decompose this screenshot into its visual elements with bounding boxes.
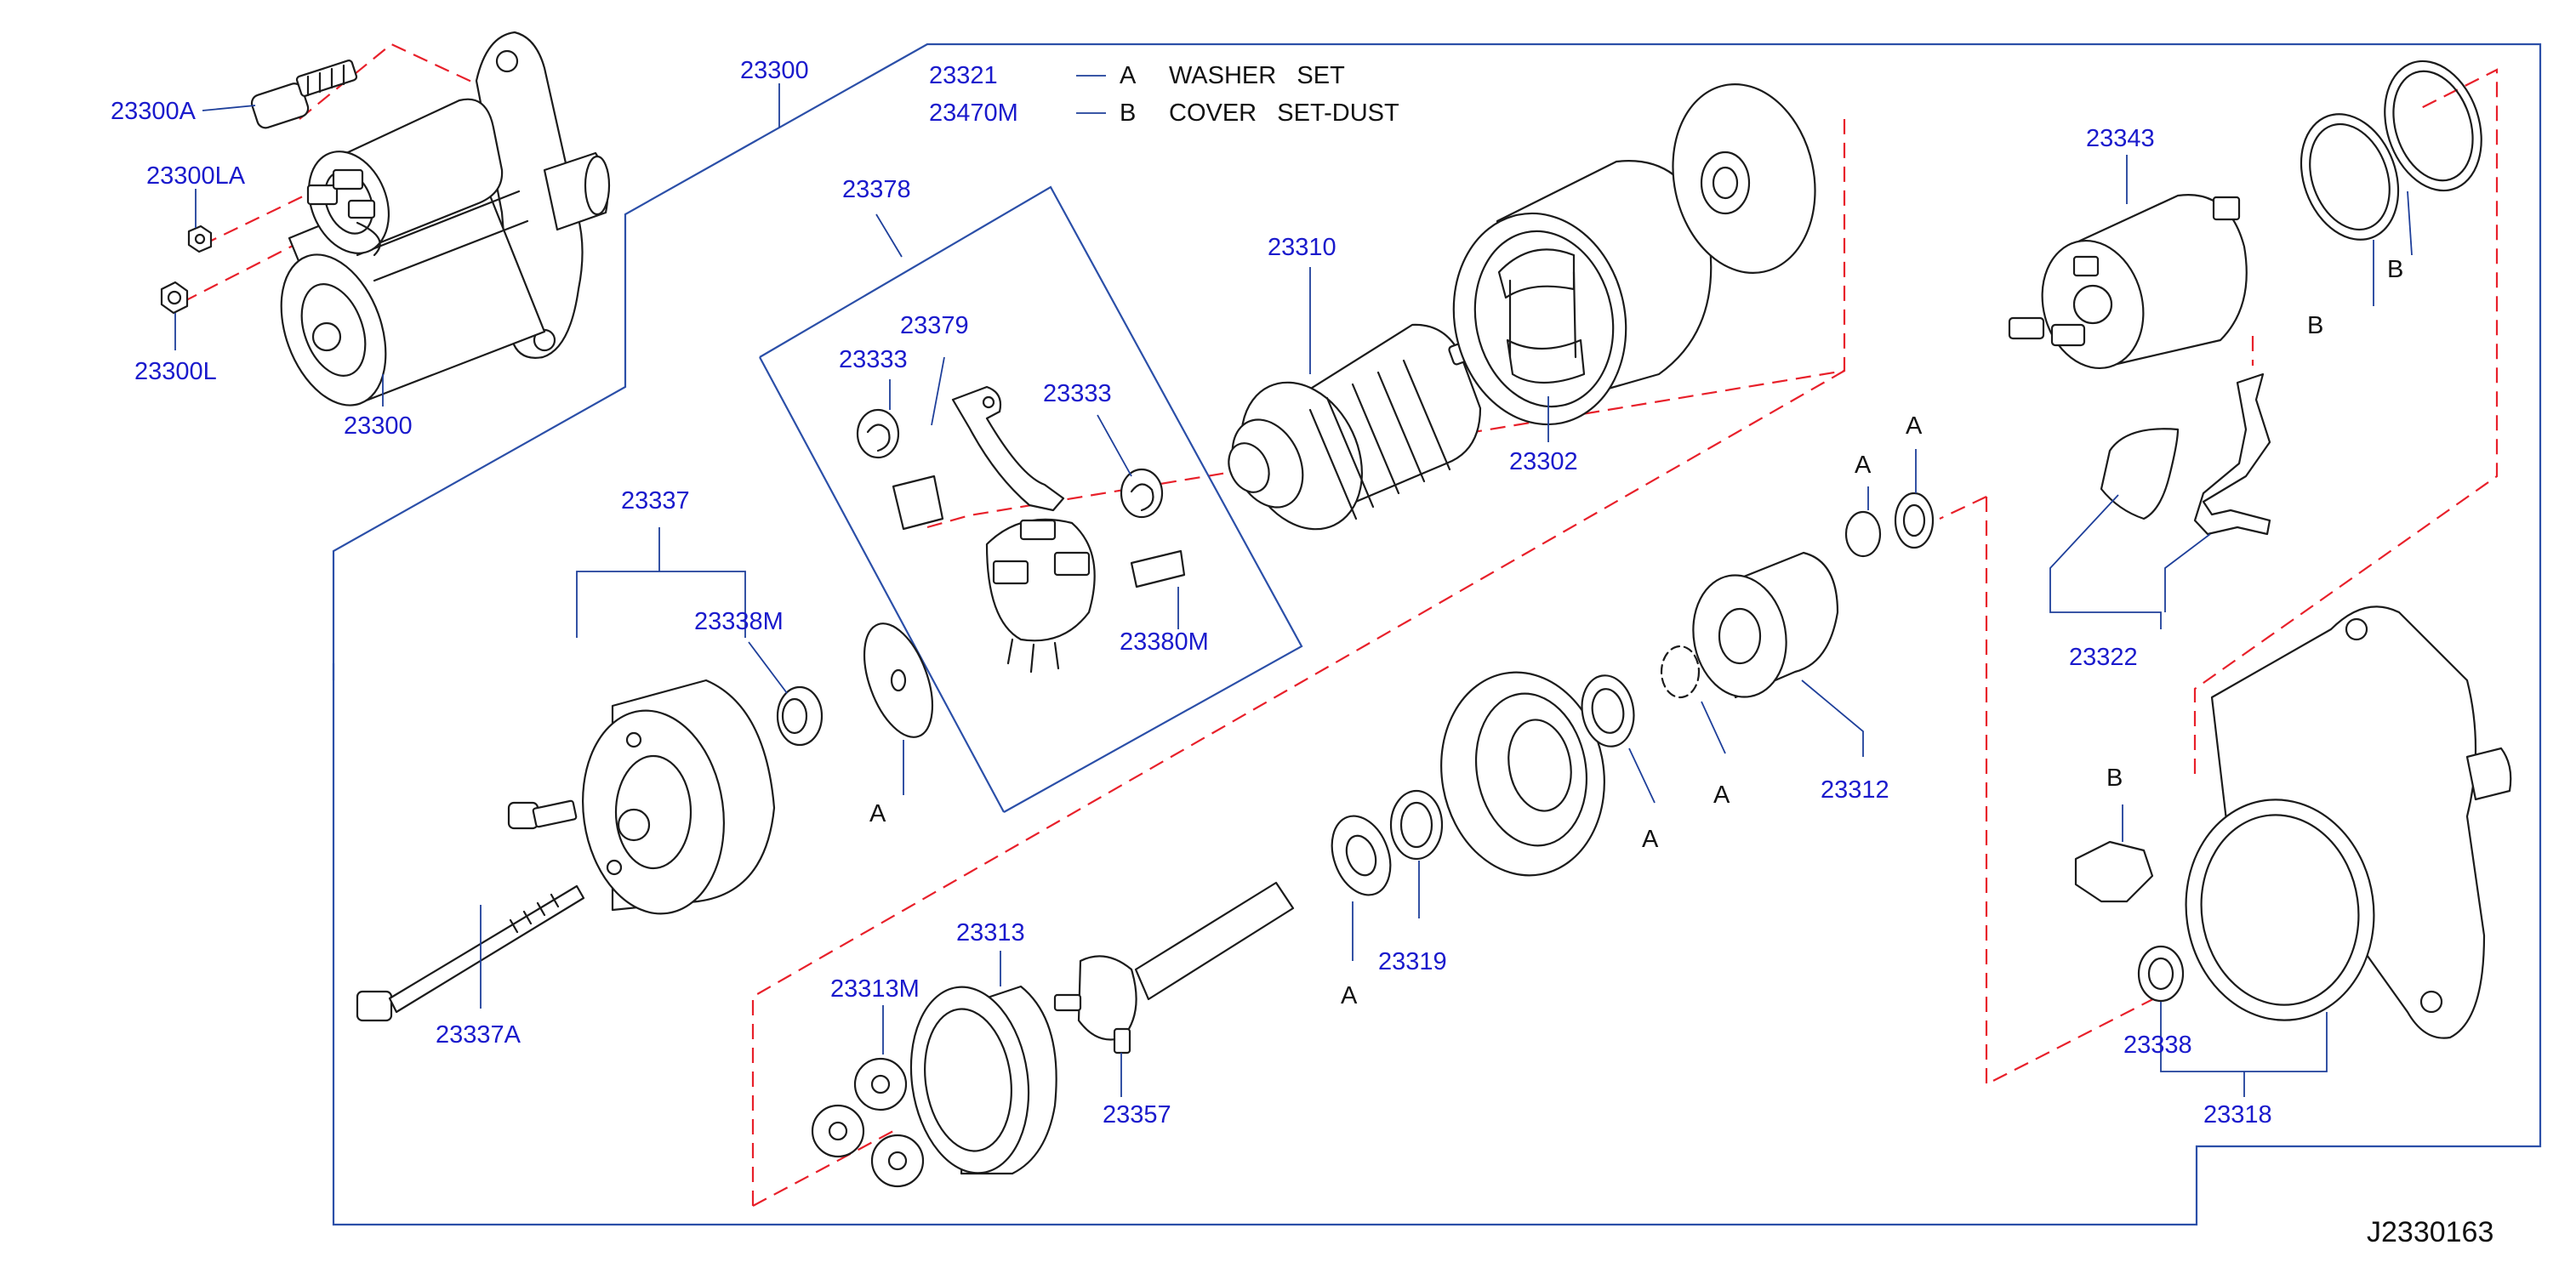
rear-bracket-drawing: [581, 679, 776, 915]
label-23300-frame: 23300: [740, 57, 809, 84]
label-23338: 23338: [2123, 1032, 2192, 1059]
label-23310: 23310: [1268, 234, 1336, 261]
bushing-drawing: [776, 685, 824, 747]
dashed-line-center-main: [751, 370, 1845, 1206]
callout-a-mid-washer: A: [1642, 826, 1659, 853]
spring-holder-drawing: [2100, 428, 2180, 520]
seal-ring-outer-drawing: [2384, 60, 2482, 192]
dashed-line-gear-bottom: [752, 1130, 894, 1207]
pinion-drawing: [1692, 551, 1839, 699]
callout-b-inner-ring: B: [2307, 312, 2323, 339]
label-23319: 23319: [1378, 948, 1447, 975]
bushing-23338-drawing: [2137, 945, 2185, 1003]
legend-part-cover: 23470M: [929, 99, 1018, 127]
center-housing-drawing: [1440, 671, 1605, 877]
label-23333-left: 23333: [839, 346, 908, 373]
label-23318: 23318: [2203, 1101, 2272, 1128]
washer-a-left-drawing: [863, 622, 934, 738]
internal-gear-drawing: [909, 985, 1057, 1175]
label-23313M: 23313M: [830, 975, 920, 1003]
assembly-boundary-frame: [332, 43, 2542, 1226]
label-23313: 23313: [956, 919, 1025, 946]
label-23379: 23379: [900, 312, 969, 339]
dashed-line-far-right: [2193, 68, 2499, 774]
washer-a-top-drawing: [1894, 492, 1935, 549]
front-housing-drawing: [2185, 605, 2512, 1039]
shift-lever-drawing: [2193, 372, 2271, 536]
washer-a-low-drawing: [1331, 815, 1392, 896]
dashed-line-right-top: [1939, 496, 1987, 520]
screw-drawing: [507, 799, 578, 830]
label-23300A: 23300A: [111, 98, 197, 125]
label-23300L: 23300L: [134, 358, 217, 385]
ring-a-top-drawing: [1844, 510, 1882, 558]
end-plate-drawing: [1672, 83, 1816, 274]
pinion-shaft-drawing: [1053, 881, 1295, 1055]
legend-part-washer: 23321: [929, 62, 998, 89]
diagram-code: J2330163: [2367, 1216, 2493, 1248]
dashed-line-solenoid: [299, 43, 494, 120]
armature-drawing: [1228, 323, 1484, 531]
label-23300-assembly: 23300: [344, 412, 413, 440]
callout-b-dust-cover: B: [2106, 765, 2123, 792]
label-23378: 23378: [842, 176, 911, 203]
label-23380M: 23380M: [1120, 628, 1209, 656]
legend-desc-washer: WASHER SET: [1169, 62, 1345, 89]
callout-a-top-ring: A: [1855, 452, 1872, 479]
label-23333-right: 23333: [1043, 380, 1112, 407]
planet-gears-drawing: [811, 1057, 925, 1188]
label-23357: 23357: [1103, 1101, 1171, 1128]
callout-a-clip: A: [1713, 782, 1730, 809]
legend-letter-a: A: [1120, 62, 1137, 89]
clip-a-drawing: [1660, 645, 1701, 699]
through-bolt-drawing: [356, 884, 585, 1022]
seal-ring-inner-drawing: [2300, 113, 2400, 241]
legend-letter-b: B: [1120, 99, 1136, 127]
callout-b-outer-ring: B: [2387, 256, 2403, 283]
ring-23319-drawing: [1389, 789, 1444, 861]
callout-a-shaft-washer: A: [1341, 982, 1358, 1009]
label-23312: 23312: [1821, 776, 1889, 804]
starter-assembly-drawing: [160, 31, 611, 406]
label-23337: 23337: [621, 487, 690, 514]
label-23337A: 23337A: [436, 1021, 521, 1049]
solenoid-drawing: [2008, 194, 2248, 370]
washer-a-mid-drawing: [1581, 674, 1635, 748]
callout-a-left-washer: A: [869, 800, 886, 827]
callout-a-top-washer: A: [1906, 412, 1923, 440]
label-23300LA: 23300LA: [146, 162, 246, 190]
dashed-line-right-box: [1985, 497, 2179, 1086]
dust-cover-b-drawing: [2074, 840, 2154, 903]
brush-holder-box: [759, 185, 1303, 813]
legend-desc-cover: COVER SET-DUST: [1169, 99, 1399, 127]
leader-lines: [174, 75, 2413, 1097]
label-23343: 23343: [2086, 125, 2155, 152]
label-23302: 23302: [1509, 448, 1578, 475]
yoke-drawing: [1452, 160, 1713, 426]
label-23338M: 23338M: [694, 608, 784, 635]
label-23322: 23322: [2069, 644, 2138, 671]
